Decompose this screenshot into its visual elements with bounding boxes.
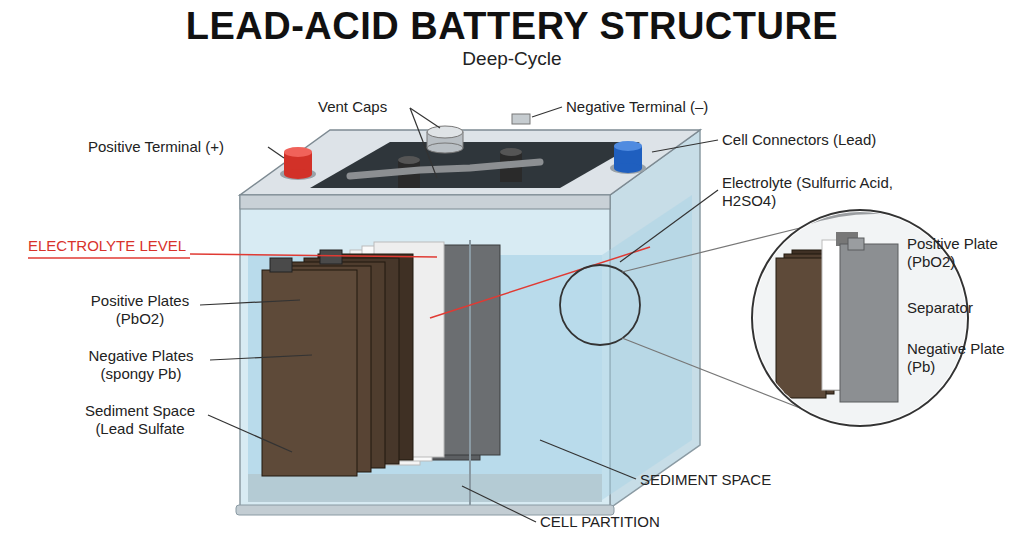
inset-negative-plate xyxy=(840,244,898,402)
leader-lines xyxy=(200,107,904,522)
inset-strap xyxy=(800,209,930,222)
inner-post xyxy=(398,156,420,164)
inset-label: Separator xyxy=(907,299,1019,317)
case-lid xyxy=(240,130,700,195)
vent-cap xyxy=(427,143,463,153)
plate-tab xyxy=(270,258,292,272)
inset-tab xyxy=(848,238,864,250)
part-label: CELL PARTITION xyxy=(540,513,710,531)
part-label: Vent Caps xyxy=(318,98,418,116)
leader-line xyxy=(268,147,284,158)
leader-line xyxy=(540,440,636,479)
leader-line xyxy=(208,415,292,452)
part-label: Cell Connectors (Lead) xyxy=(722,131,932,149)
sediment-layer xyxy=(248,474,602,502)
inset-label: Negative Plate (Pb) xyxy=(907,340,1019,376)
inset-plate xyxy=(776,258,826,398)
part-label: SEDIMENT SPACE xyxy=(640,471,810,489)
vent-cap xyxy=(427,126,463,138)
negative-terminal xyxy=(614,163,642,173)
part-label: Electrolyte (Sulfurric Acid, H2SO4) xyxy=(722,174,927,210)
inset-label: Positive Plate (PbO2) xyxy=(907,235,1019,271)
case-front xyxy=(240,195,610,508)
level-line xyxy=(190,254,437,257)
diagram-title: LEAD-ACID BATTERY STRUCTURE xyxy=(0,4,1024,48)
cutaway-opening xyxy=(310,142,640,188)
positive-terminal xyxy=(284,169,312,179)
leader-line xyxy=(410,108,437,178)
level-label: ELECTROLYTE LEVEL xyxy=(28,237,208,255)
terminal-marker xyxy=(512,114,530,124)
cell-connector xyxy=(350,162,540,176)
part-label: Negative Plates (spongy Pb) xyxy=(74,347,208,383)
negative-terminal xyxy=(614,141,642,151)
leader-line xyxy=(462,486,536,522)
zoom-circle xyxy=(560,265,640,345)
leader-line xyxy=(620,190,718,262)
leader-line xyxy=(652,140,718,152)
level-underline xyxy=(28,257,190,259)
subtitle: Deep-Cycle xyxy=(412,50,612,68)
positive-terminal xyxy=(284,147,312,157)
plate-tab xyxy=(320,250,342,264)
leader-line xyxy=(210,355,312,360)
cell-partition xyxy=(469,240,471,505)
part-label: Positive Terminal (+) xyxy=(88,138,268,156)
leader-line xyxy=(532,107,562,117)
inner-post xyxy=(500,148,522,156)
part-label: Positive Plates (PbO2) xyxy=(76,292,204,328)
level-line xyxy=(430,247,650,318)
leader-line xyxy=(200,300,300,305)
part-label: Negative Terminal (–) xyxy=(566,98,766,116)
lid-edge xyxy=(240,195,610,209)
part-label: Sediment Space (Lead Sulfate xyxy=(72,402,208,438)
